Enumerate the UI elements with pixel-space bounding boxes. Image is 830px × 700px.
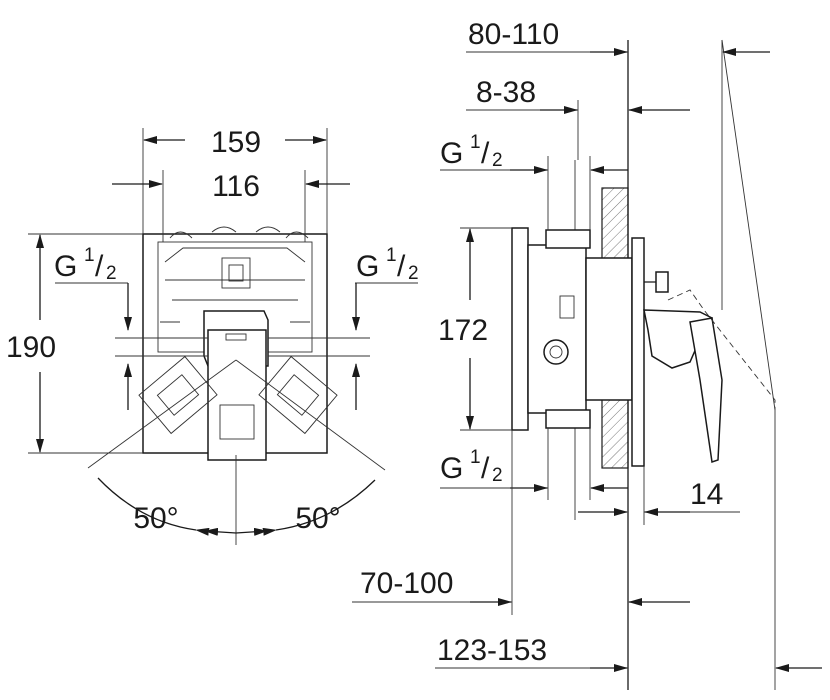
front-center-cartridge-inner	[228, 264, 244, 282]
svg-text:G: G	[440, 452, 463, 485]
angle-arc-right	[262, 479, 376, 536]
svg-text:/: /	[95, 250, 104, 283]
angle-arc-left	[97, 477, 210, 536]
dim-172-label: 172	[438, 314, 488, 347]
body-port-top	[545, 229, 591, 249]
front-handle-window	[219, 404, 255, 440]
svg-text:G: G	[440, 137, 463, 170]
dim-116-label: 116	[212, 170, 260, 203]
port-left-label: G 1 / 2	[54, 245, 117, 284]
dim-70-100-label: 70-100	[360, 567, 453, 600]
port-top-label: G 1 / 2	[440, 132, 503, 171]
body-port-circle-inner	[549, 345, 563, 359]
side-view: 80-110 8-38 G 1 / 2 172 G 1 / 2 14 70-10…	[352, 18, 822, 690]
front-handle-slot	[225, 333, 247, 341]
dim-14-label: 14	[690, 478, 723, 511]
angle-arc-left-tail	[204, 527, 237, 536]
side-lever-blade	[689, 317, 723, 463]
body-port-bottom	[545, 409, 591, 429]
lever-extent-line	[721, 39, 776, 411]
svg-text:1: 1	[470, 132, 481, 153]
svg-text:/: /	[481, 137, 490, 170]
angle-ray-right	[235, 359, 386, 471]
dim-123-153-label: 123-153	[437, 634, 547, 667]
stem-nut	[655, 271, 669, 293]
front-center-cartridge	[221, 257, 251, 289]
port-bottom-label: G 1 / 2	[440, 447, 503, 486]
front-lever-rotated-left	[138, 355, 218, 435]
angle-ray-left	[87, 359, 237, 469]
dim-159-label: 159	[211, 126, 261, 159]
body-cartridge	[585, 257, 633, 401]
port-right-label: G 1 / 2	[356, 245, 419, 284]
svg-text:2: 2	[492, 465, 503, 486]
svg-text:2: 2	[492, 150, 503, 171]
svg-text:G: G	[356, 250, 379, 283]
front-lever-rotated-left-inner	[156, 374, 200, 416]
front-view: 159 116 190 G 1 / 2 G 1 / 2 50° 50°	[6, 126, 419, 545]
dim-80-110-label: 80-110	[468, 18, 559, 51]
angle-left-label: 50°	[133, 502, 178, 535]
body-port-circle	[543, 339, 569, 365]
cover-plate	[631, 237, 645, 467]
svg-text:G: G	[54, 250, 77, 283]
dim-8-38-label: 8-38	[476, 76, 536, 109]
body-housing	[527, 244, 587, 414]
body-flange	[511, 227, 529, 431]
front-handle-lever	[207, 329, 267, 461]
angle-right-label: 50°	[295, 502, 340, 535]
svg-text:1: 1	[386, 245, 397, 266]
front-lever-rotated-right	[258, 355, 338, 435]
svg-text:/: /	[397, 250, 406, 283]
dim-190-label: 190	[6, 331, 56, 364]
svg-text:2: 2	[106, 263, 117, 284]
svg-text:1: 1	[84, 245, 95, 266]
svg-text:2: 2	[408, 263, 419, 284]
front-lever-rotated-right-inner	[276, 374, 320, 416]
front-mount-bracket	[160, 226, 310, 323]
svg-text:1: 1	[470, 447, 481, 468]
angle-arc-right-tail	[235, 527, 268, 536]
svg-text:/: /	[481, 452, 490, 485]
body-label-slot	[559, 295, 575, 319]
